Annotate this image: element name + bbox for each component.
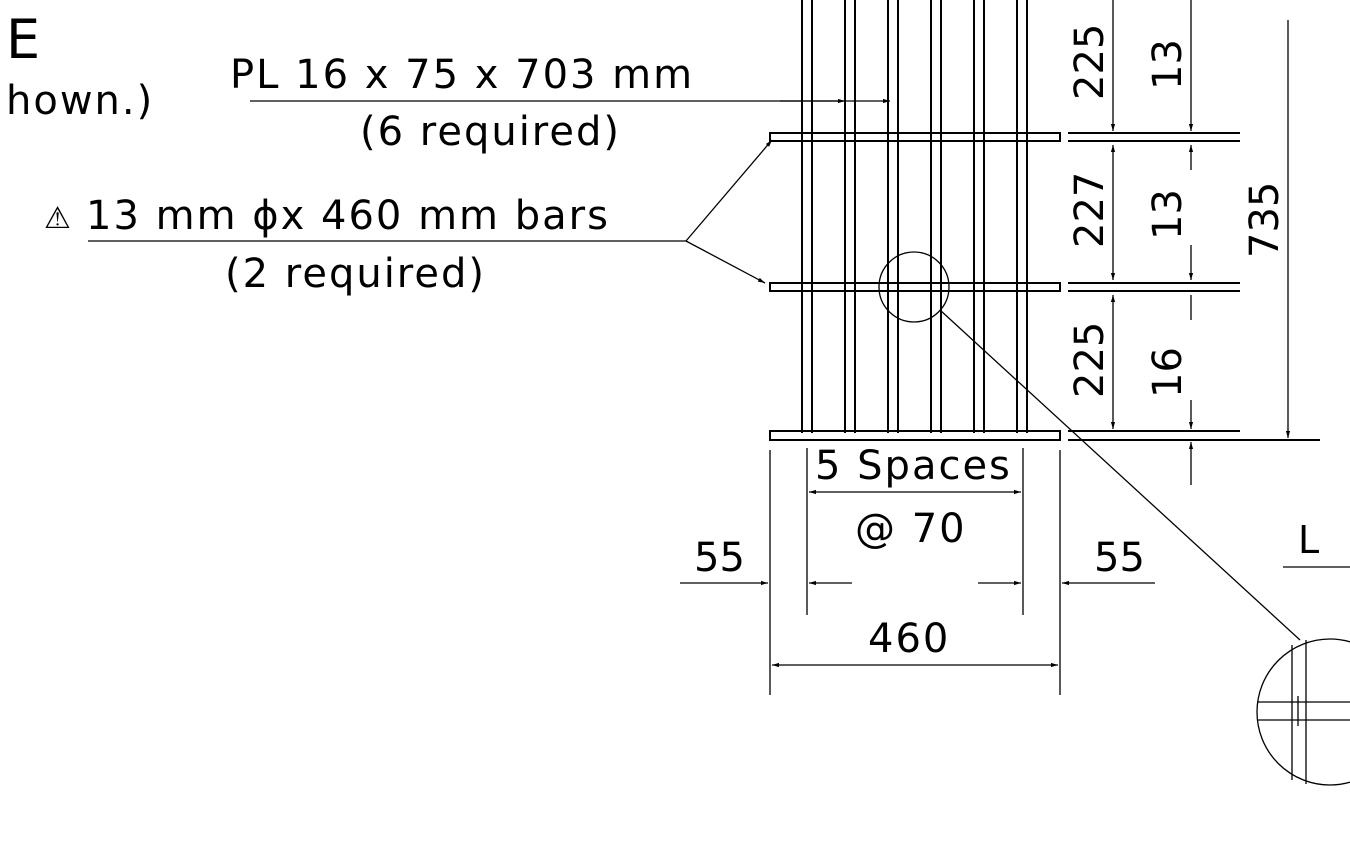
detail-leader [939, 309, 1301, 641]
bottom-plate [769, 430, 1061, 441]
vertical-dimension-lines [1110, 0, 1291, 485]
dim-spaces: 5 Spaces [815, 443, 1012, 489]
middle-plate [769, 282, 1061, 292]
dim-overall-height: 735 [1242, 182, 1288, 258]
dim-spacing: @ 70 [855, 506, 967, 552]
title-fragment: E [6, 8, 40, 71]
dim-bar-1: 13 [1145, 39, 1191, 90]
warning-icon: ⚠ [44, 201, 71, 236]
dim-edge-right: 55 [1094, 535, 1145, 581]
plate-extension-lines [1068, 132, 1320, 441]
dim-overall-width: 460 [868, 616, 950, 662]
top-plate [769, 132, 1061, 142]
dim-vertical-2: 227 [1067, 172, 1113, 248]
enlarged-detail [1256, 638, 1350, 786]
horizontal-dimension-lines [680, 448, 1155, 695]
vertical-bars [801, 0, 1028, 433]
dim-bar-2: 13 [1145, 189, 1191, 240]
dim-vertical-1: 225 [1067, 24, 1113, 100]
dim-edge-left: 55 [694, 535, 745, 581]
section-label: L [1298, 518, 1319, 562]
plate-quantity: (6 required) [360, 109, 621, 155]
detail-circle [878, 251, 950, 323]
bars-quantity: (2 required) [225, 251, 486, 297]
note-fragment: hown.) [6, 78, 154, 124]
bars-leader-upper [685, 139, 773, 242]
bars-callout: 13 mm ϕx 460 mm bars [86, 193, 610, 239]
plate-callout: PL 16 x 75 x 703 mm [230, 52, 694, 98]
bars-leader-lower [685, 240, 766, 284]
dim-bar-3: 16 [1145, 347, 1191, 398]
dim-vertical-3: 225 [1067, 322, 1113, 398]
